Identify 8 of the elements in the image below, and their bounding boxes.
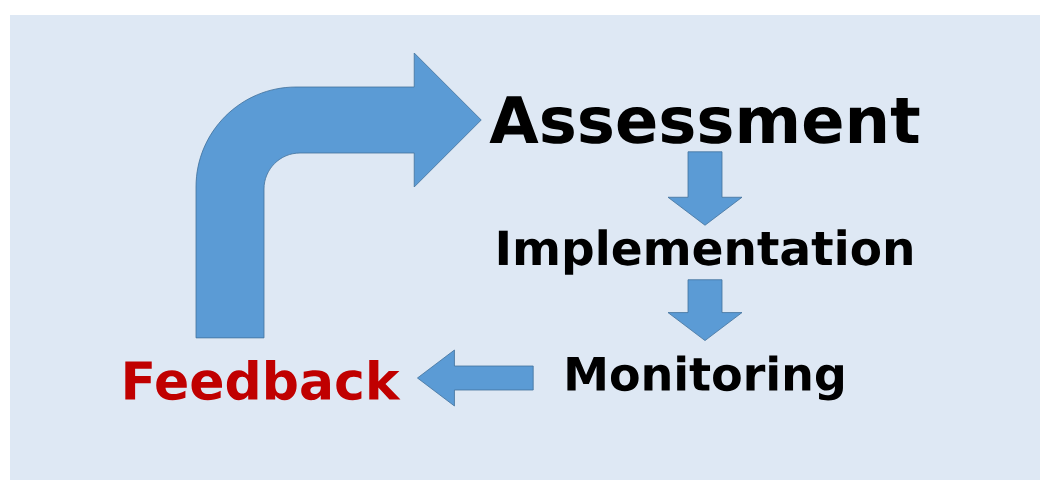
block-arrow bbox=[667, 151, 743, 226]
bent-arrow bbox=[195, 52, 482, 339]
block-arrow bbox=[667, 279, 743, 341]
step-text: Implementation bbox=[498, 229, 912, 275]
block-arrow bbox=[417, 349, 534, 407]
step-text: Assessment bbox=[489, 96, 920, 144]
step-text: Monitoring bbox=[567, 355, 843, 401]
step-text: Feedback bbox=[125, 359, 401, 401]
